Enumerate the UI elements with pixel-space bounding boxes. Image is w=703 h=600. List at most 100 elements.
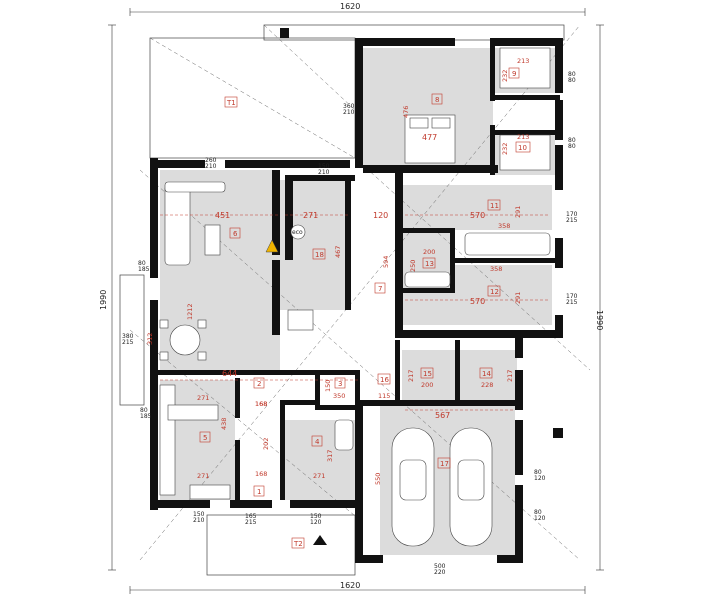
svg-text:358: 358 [490, 265, 502, 273]
svg-text:467: 467 [334, 246, 342, 258]
room-2: 2 644 168 [222, 369, 267, 408]
svg-text:200: 200 [423, 248, 435, 256]
svg-text:1212: 1212 [186, 303, 194, 320]
svg-text:8: 8 [435, 96, 439, 104]
svg-text:232: 232 [501, 70, 509, 82]
svg-text:291: 291 [514, 292, 522, 304]
svg-text:217: 217 [407, 370, 415, 382]
svg-text:451: 451 [215, 211, 230, 220]
svg-text:291: 291 [514, 206, 522, 218]
room-5: 5 271 438 [197, 394, 228, 443]
svg-text:438: 438 [220, 418, 228, 430]
svg-text:228: 228 [481, 381, 493, 389]
svg-text:150: 150 [324, 380, 332, 392]
room-6: 6 451 1212 [186, 211, 241, 320]
room-12: 12 570 291 [470, 285, 522, 306]
room-3: 3 150 350 [324, 377, 345, 400]
svg-text:271: 271 [197, 472, 209, 480]
svg-text:213: 213 [517, 133, 529, 141]
svg-text:11: 11 [490, 202, 499, 210]
room-18: 18 271 467 [303, 211, 342, 260]
svg-text:213: 213 [517, 57, 529, 65]
svg-text:10: 10 [518, 144, 527, 152]
svg-text:250: 250 [409, 260, 417, 272]
svg-text:168: 168 [255, 400, 267, 408]
svg-text:5: 5 [203, 434, 207, 442]
svg-text:567: 567 [435, 411, 450, 420]
room-13: 13 200 250 [409, 248, 435, 272]
room-1: 1 168 202 [253, 438, 270, 497]
svg-text:350: 350 [333, 392, 345, 400]
room-10: 10 213 232 [501, 133, 531, 155]
svg-text:115: 115 [378, 392, 390, 400]
furniture [159, 47, 551, 500]
svg-text:T2: T2 [293, 540, 303, 548]
diagonal-lines [129, 24, 591, 561]
svg-text:17: 17 [440, 460, 449, 468]
svg-text:15: 15 [423, 370, 432, 378]
left-height-label: 1990 [99, 290, 108, 310]
svg-text:T1: T1 [226, 99, 236, 107]
svg-text:6: 6 [233, 230, 238, 238]
svg-text:202: 202 [262, 438, 270, 450]
room-14: 14 228 217 [479, 367, 514, 389]
svg-text:7: 7 [378, 285, 382, 293]
svg-text:1: 1 [257, 488, 261, 496]
room-17: 17 567 550 [374, 411, 451, 485]
svg-text:4: 4 [315, 438, 320, 446]
svg-text:317: 317 [326, 450, 334, 462]
svg-text:200: 200 [421, 381, 433, 389]
walls [150, 28, 563, 563]
svg-text:168: 168 [255, 470, 267, 478]
svg-text:2: 2 [257, 380, 261, 388]
room-15: 15 200 217 [407, 367, 433, 389]
svg-text:168: 168 [255, 400, 267, 408]
svg-text:570: 570 [470, 211, 485, 220]
svg-text:644: 644 [222, 369, 237, 378]
svg-text:271: 271 [303, 211, 318, 220]
svg-text:550: 550 [374, 473, 382, 485]
svg-text:13: 13 [425, 260, 434, 268]
terrace-1: T1 [224, 96, 238, 108]
svg-text:120: 120 [373, 211, 388, 220]
garage-cars [391, 427, 493, 547]
room-8: 8 477 476 [402, 93, 443, 142]
svg-text:570: 570 [470, 297, 485, 306]
room-16: 16 115 [377, 373, 390, 400]
svg-text:12: 12 [490, 288, 499, 296]
room-11: 11 570 291 [470, 199, 522, 220]
bottom-width-label: 1620 [340, 581, 360, 590]
fireplace-label: eco [292, 229, 303, 236]
svg-text:271: 271 [313, 472, 325, 480]
dimension-lines: 1620 1620 1990 1990 [99, 2, 604, 594]
svg-text:271: 271 [197, 394, 209, 402]
extra-dimensions: 358 358 271 168 312 [146, 222, 510, 480]
svg-text:16: 16 [380, 376, 389, 384]
svg-text:358: 358 [498, 222, 510, 230]
room-4: 4 271 317 [311, 435, 334, 480]
room-7: 7 120 594 [373, 211, 390, 294]
svg-text:476: 476 [402, 106, 410, 118]
top-width-label: 1620 [340, 2, 360, 11]
room-labels: 1 168 202 2 644 168 3 150 350 4 271 317 [186, 57, 531, 549]
entrance-arrow-icon [313, 535, 327, 545]
right-height-label: 1990 [595, 310, 604, 330]
red-dimension-lines [160, 214, 550, 411]
svg-text:14: 14 [482, 370, 491, 378]
